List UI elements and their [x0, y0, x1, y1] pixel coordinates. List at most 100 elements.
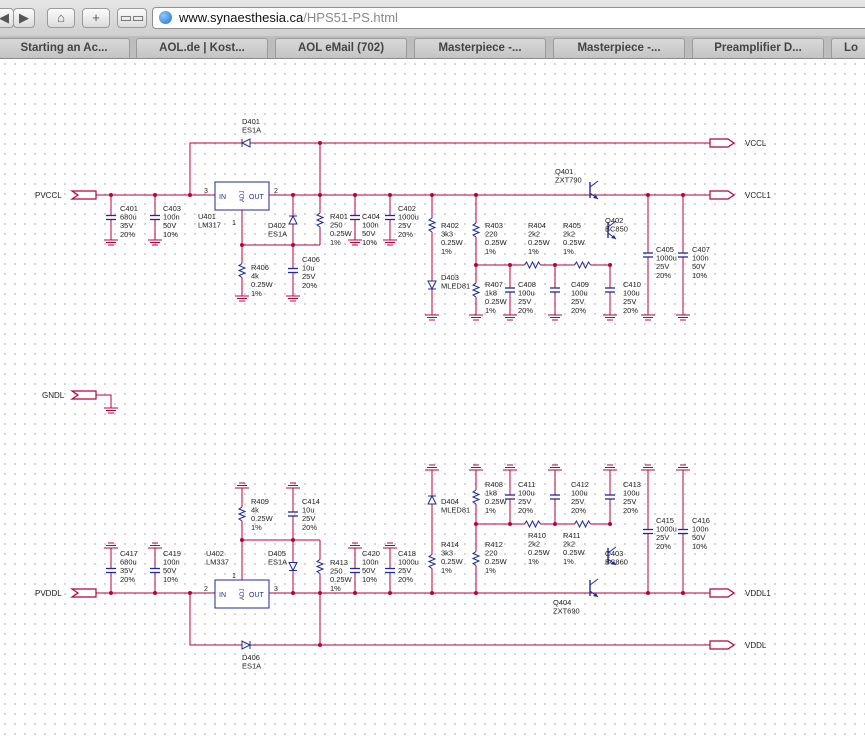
c420-label: C420	[362, 549, 380, 558]
capacitor-c406	[288, 267, 298, 274]
c413-label: 20%	[623, 506, 638, 515]
r409-label: 4k	[251, 506, 259, 515]
junction-dot	[291, 591, 295, 595]
ground-symbol	[148, 239, 162, 246]
r406-label: 1%	[251, 289, 262, 298]
r405-label: 0.25W	[563, 238, 586, 247]
ground-symbol	[286, 295, 300, 302]
back-button[interactable]: ◀	[0, 8, 14, 28]
ground-symbol	[548, 464, 562, 471]
home-button[interactable]: ⌂	[47, 8, 75, 28]
r412-label: R412	[485, 540, 503, 549]
port-vddl1: VDDL1	[709, 588, 771, 598]
c419-label: 100n	[163, 558, 180, 567]
u401-pin-2: 2	[274, 188, 278, 195]
c416-label: 100n	[692, 525, 709, 534]
pin-adj: ADJ	[240, 589, 246, 600]
r409-label: 1%	[251, 523, 262, 532]
ground-symbol	[348, 542, 362, 549]
tab-0[interactable]: Starting an Ac...	[0, 38, 130, 58]
r413-label: 250	[330, 567, 343, 576]
r412-label: 0.25W	[485, 557, 508, 566]
d406-label: D406	[242, 653, 260, 662]
capacitor-c410	[605, 287, 615, 293]
capacitor-c404	[350, 214, 360, 221]
add-bookmark-button[interactable]: +	[82, 8, 110, 28]
r406-label: R406	[251, 263, 269, 272]
c414-label: C414	[302, 497, 320, 506]
pin-in: IN	[219, 194, 226, 201]
junction-dot	[291, 193, 295, 197]
capacitor-c405	[643, 252, 653, 258]
tab-6[interactable]: Lo	[831, 38, 865, 58]
port-vccl1-flag	[709, 190, 736, 200]
port-gndl-label: GNDL	[42, 391, 65, 400]
d403-label: MLED81	[441, 282, 470, 291]
tab-2[interactable]: AOL eMail (702)	[275, 38, 407, 58]
c413-label: C413	[623, 480, 641, 489]
r414-label: 1%	[441, 566, 452, 575]
r404-label: 1%	[528, 247, 539, 256]
c402-label: 20%	[398, 230, 413, 239]
capacitor-c411	[505, 494, 515, 500]
c406-label: 10u	[302, 264, 315, 273]
diode-body	[288, 562, 298, 572]
back-icon: ◀	[0, 10, 9, 25]
c401-label: 35V	[120, 221, 133, 230]
capacitor-c419	[150, 567, 160, 574]
diode-d404	[427, 494, 437, 505]
r410-label: 0.25W	[528, 548, 551, 557]
diode-d402	[288, 214, 298, 225]
c420-label: 50V	[362, 566, 375, 575]
capacitor-c415	[643, 528, 653, 535]
c411-label: 20%	[518, 506, 533, 515]
u401-pin-3: 3	[204, 188, 208, 195]
port-vddl1-flag	[709, 588, 736, 598]
capacitor-c407	[678, 252, 688, 258]
wire	[189, 142, 240, 195]
d401-label: ES1A	[242, 126, 261, 135]
tab-5[interactable]: Preamplifier D...	[692, 38, 824, 58]
diode-d406	[241, 640, 252, 650]
c406-label: C406	[302, 255, 320, 264]
d404-label: D404	[441, 497, 459, 506]
port-pvddl: PVDDL	[35, 588, 97, 598]
bookmarks-button[interactable]: ▭▭	[117, 8, 147, 28]
transistor-arrow	[611, 561, 616, 565]
transistor-collector	[589, 180, 599, 188]
resistor-r401	[315, 212, 325, 228]
url-path: /HPS51-PS.html	[303, 10, 398, 25]
c408-label: 25V	[518, 297, 531, 306]
resistor-r410	[524, 519, 541, 529]
c415-label: 1000u	[656, 525, 677, 534]
q402-label: Q402	[605, 216, 623, 225]
r413-label: R413	[330, 558, 348, 567]
c407-label: 50V	[692, 262, 705, 271]
pin-out: OUT	[249, 592, 265, 599]
r404-label: 0.25W	[528, 238, 551, 247]
c418-label: 25V	[398, 566, 411, 575]
tab-3[interactable]: Masterpiece -...	[414, 38, 546, 58]
c405-label: 20%	[656, 271, 671, 280]
ground-symbol	[676, 464, 690, 471]
resistor-r404	[524, 260, 541, 270]
c401-label: C401	[120, 204, 138, 213]
ground-symbol	[104, 239, 118, 246]
address-bar[interactable]: www.synaesthesia.ca/HPS51-PS.html	[152, 7, 865, 29]
r408-label: 1k8	[485, 489, 497, 498]
r407-label: R407	[485, 280, 503, 289]
d405-label: D405	[268, 549, 286, 558]
capacitor-c418	[385, 567, 395, 574]
port-pvccl: PVCCL	[35, 190, 97, 200]
tab-1[interactable]: AOL.de | Kost...	[136, 38, 268, 58]
port-pvddl-flag	[70, 588, 97, 598]
c416-label: 50V	[692, 533, 705, 542]
c404-label: 10%	[362, 238, 377, 247]
forward-button[interactable]: ▶	[13, 8, 35, 28]
tab-4[interactable]: Masterpiece -...	[553, 38, 685, 58]
r401-label: 0.25W	[330, 229, 353, 238]
c410-label: C410	[623, 280, 641, 289]
diode-d403	[427, 280, 437, 291]
c402-label: 25V	[398, 221, 411, 230]
